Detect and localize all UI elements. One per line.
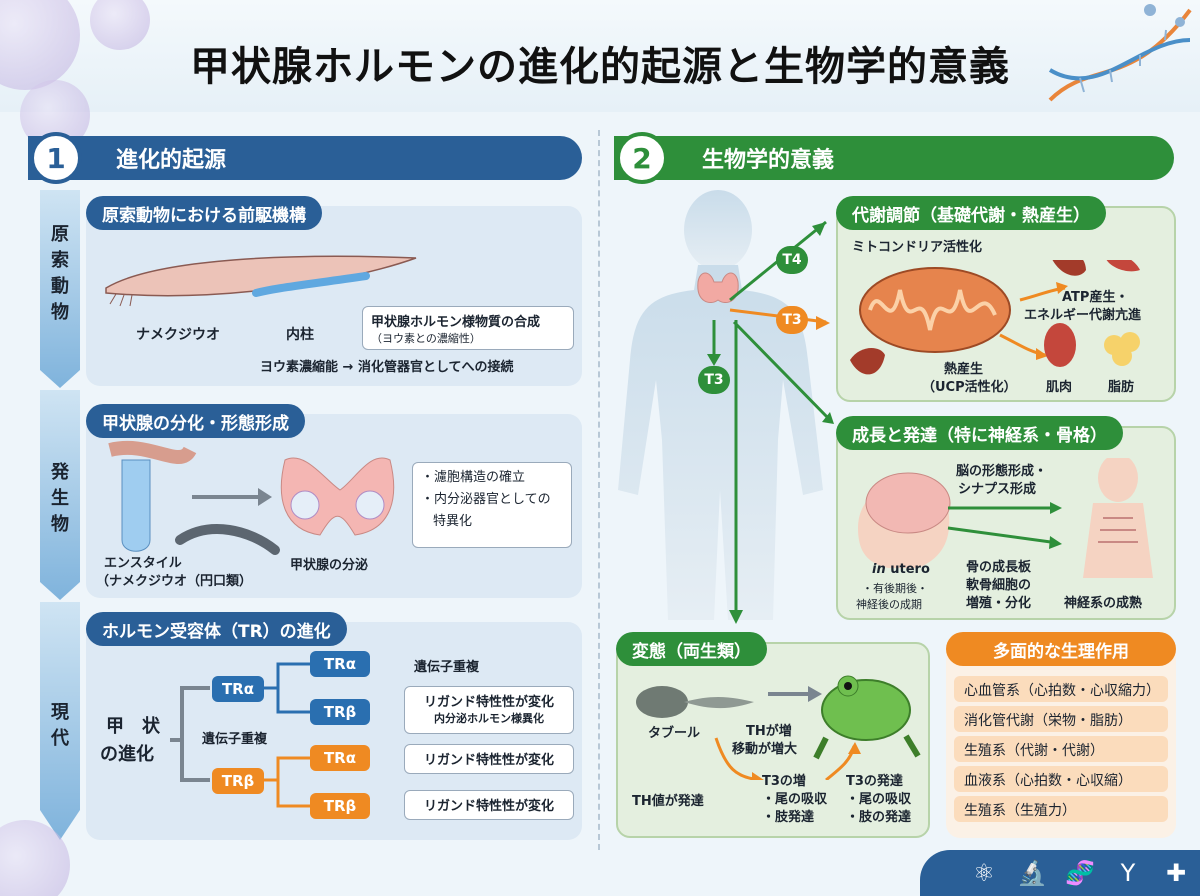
physiology-title: 多面的な生理作用 <box>946 632 1176 666</box>
endostyle-label: 内柱 <box>286 327 314 343</box>
receptor-note-box: リガンド特性性が変化 内分泌ホルモン様異化 <box>404 686 574 734</box>
page-title: 甲状腺ホルモンの進化的起源と生物学的意義 <box>190 44 1010 90</box>
heat-label-2: （UCP活性化） <box>922 380 1017 395</box>
endostyle-caption-1: エンスタイル <box>104 556 182 571</box>
receptor-leaf: TRα <box>310 651 370 677</box>
human-body-illustration <box>618 190 823 620</box>
receptor-leaf: TRβ <box>310 793 370 819</box>
t3-label-2: ・尾の吸収 <box>762 792 828 807</box>
growth-illustration <box>858 458 1153 578</box>
t3-label-1: T3の増 <box>762 774 806 789</box>
heat-label-1: 熱産生 <box>944 362 984 377</box>
lancelet-label: ナメクジウオ <box>136 327 220 343</box>
physiology-item: 血液系（心拍数・心収縮） <box>954 766 1168 792</box>
section2-title: 生物学的意義 <box>702 148 835 173</box>
stage-label: 現代 <box>51 702 69 749</box>
lancelet-illustration <box>105 255 417 307</box>
precursor-note: ヨウ素濃縮能 → 消化管器官としてへの接続 <box>260 360 514 375</box>
growth-title: 成長と発達（特に神経系・骨格） <box>836 416 1123 450</box>
section1-number: 1 <box>30 132 82 184</box>
section2-header: 生物学的意義 <box>614 136 1174 180</box>
t3b-label-3: ・肢の発達 <box>846 810 912 825</box>
bone-label-2: 軟骨細胞の <box>966 578 1032 593</box>
receptor-tree <box>170 662 310 808</box>
receptor-root-lower: TRβ <box>212 768 264 794</box>
metamorphosis-title: 変態（両生類） <box>616 632 767 666</box>
column-divider <box>598 130 600 850</box>
t4-badge: T4 <box>776 246 808 274</box>
section1-title: 進化的起源 <box>116 148 227 173</box>
differentiation-callout: ・濾胞構造の確立 ・内分泌器官としての 特異化 <box>412 462 572 548</box>
atp-label-1: ATP産生・ <box>1062 290 1129 305</box>
receptor-left-1: 甲 状 <box>106 716 160 737</box>
receptor-leaf: TRβ <box>310 699 370 725</box>
receptor-title: ホルモン受容体（TR）の進化 <box>86 612 347 646</box>
hormone-arrows <box>707 220 834 624</box>
microscope-icon: 🔬 <box>1017 859 1047 887</box>
t3-badge: T3 <box>698 366 730 394</box>
precursor-callout: 甲状腺ホルモン様物質の合成 （ヨウ素との濃縮性） <box>362 306 574 350</box>
endostyle-caption-2: （ナメクジウオ（円口類） <box>96 574 253 589</box>
thyroid-development-illustration <box>108 440 395 555</box>
t3-label-3: ・肢発達 <box>762 810 815 825</box>
muscle-label: 肌肉 <box>1046 380 1073 395</box>
th-label-1: THが増 <box>746 724 792 739</box>
brain-label-1: 脳の形態形成・ <box>956 464 1048 479</box>
medical-cross-icon: ✚ <box>1165 859 1187 887</box>
receptor-note: 遺伝子重複 <box>414 660 480 675</box>
antibody-icon: Y <box>1120 859 1136 887</box>
physiology-item: 生殖系（生殖力） <box>954 796 1168 822</box>
t3b-label-2: ・尾の吸収 <box>846 792 912 807</box>
stage-label: 発生物 <box>51 462 69 535</box>
dna-icon: 🧬 <box>1065 859 1095 887</box>
differentiation-title: 甲状腺の分化・形態形成 <box>86 404 305 438</box>
brain-label-2: シナプス形成 <box>958 482 1037 497</box>
nerve-label: 神経系の成熟 <box>1064 596 1143 611</box>
utero-label: in utero <box>872 562 930 577</box>
thyroid-caption: 甲状腺の分泌 <box>290 558 369 573</box>
duplication-label: 遺伝子重複 <box>202 732 268 747</box>
physiology-item: 生殖系（代謝・代謝） <box>954 736 1168 762</box>
section1-header: 進化的起源 <box>28 136 582 180</box>
bone-label-1: 骨の成長板 <box>966 560 1032 575</box>
receptor-leaf: TRα <box>310 745 370 771</box>
footer-icon-bar: ⚛ 🔬 🧬 Y ✚ <box>920 850 1200 896</box>
atom-icon: ⚛ <box>973 859 995 887</box>
bone-label-3: 増殖・分化 <box>966 596 1032 611</box>
physiology-item: 消化管代謝（栄物・脂肪） <box>954 706 1168 732</box>
th-low-label: TH値が発達 <box>632 794 704 809</box>
fat-label: 脂肪 <box>1108 380 1135 395</box>
th-label-2: 移動が増大 <box>732 742 798 757</box>
section2-number: 2 <box>616 132 668 184</box>
physiology-item: 心血管系（心拍数・心収縮力） <box>954 676 1168 702</box>
t3-badge: T3 <box>776 306 808 334</box>
metamorphosis-illustration <box>636 675 921 780</box>
receptor-note-box: リガンド特性性が変化 <box>404 790 574 820</box>
receptor-note-box: リガンド特性性が変化 <box>404 744 574 774</box>
metabolism-title: 代謝調節（基礎代謝・熱産生） <box>836 196 1106 230</box>
mitochondria-illustration <box>850 260 1140 375</box>
receptor-left-2: の進化 <box>100 744 154 765</box>
timeline-arrow <box>40 190 80 840</box>
precursor-title: 原索動物における前駆機構 <box>86 196 322 230</box>
stage-label: 原索動物 <box>51 224 69 323</box>
header-background <box>0 0 1200 112</box>
mitochondria-label: ミトコンドリア活性化 <box>852 240 983 255</box>
dna-icon <box>1048 4 1192 102</box>
utero-sub-1: ・有後期後・ <box>862 582 928 595</box>
receptor-root-upper: TRα <box>212 676 264 702</box>
utero-sub-2: 神経後の成期 <box>856 598 922 611</box>
atp-label-2: エネルギー代謝亢進 <box>1024 308 1142 323</box>
cell-decoration <box>90 0 150 50</box>
tadpole-label: タブール <box>648 726 701 741</box>
t3b-label-1: T3の発達 <box>846 774 903 789</box>
